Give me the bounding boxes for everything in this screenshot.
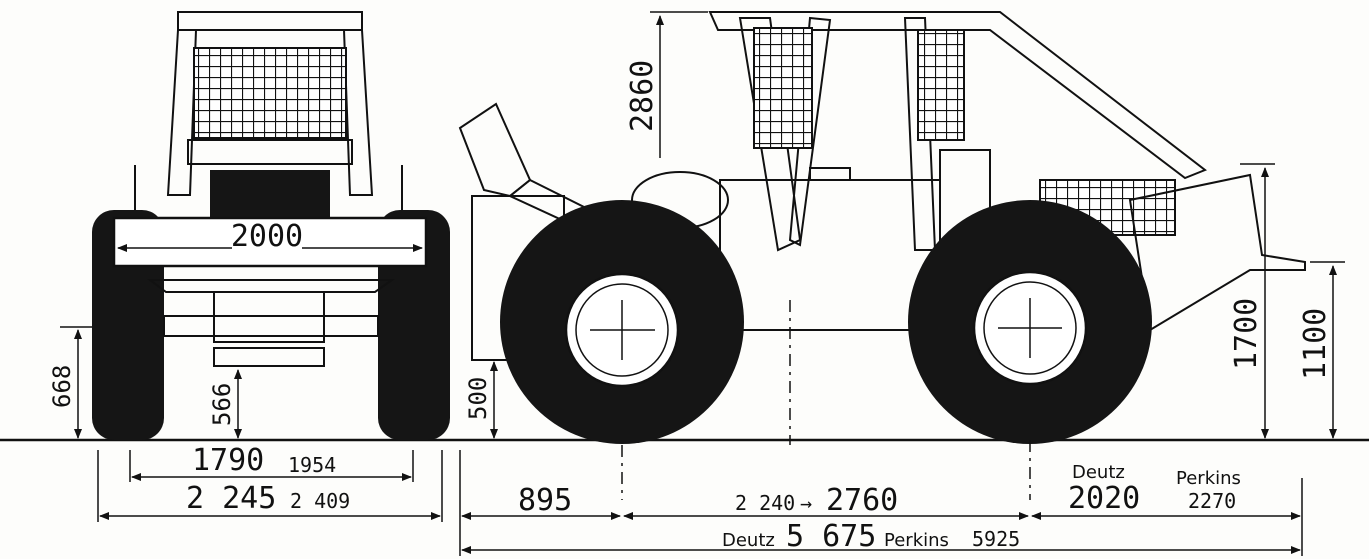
dim-wheelbase-to: 2760: [826, 483, 898, 518]
dim-axle-height-668: 668: [48, 365, 76, 408]
side-cab-mesh-front: [753, 27, 813, 149]
dim-overall-2245: 2 245: [186, 481, 276, 516]
side-view: 2860 500 1700 1100 895 2 240 → 2760 Deut…: [458, 11, 1345, 556]
dim-track-1954: 1954: [288, 453, 336, 477]
front-tire-left: [92, 210, 164, 440]
dim-track-1790: 1790: [192, 443, 264, 478]
front-axle: [163, 315, 379, 337]
side-roll-bar: [708, 11, 1207, 180]
side-cab-mesh-rear: [917, 29, 965, 141]
front-view: 2000 668 566 1790 1954 2 245 2 409: [48, 11, 450, 522]
front-tire-right: [378, 210, 450, 440]
dim-rear-perkins-value: 2270: [1188, 489, 1236, 513]
front-cab-bar: [187, 139, 353, 165]
side-front-rim-inner: [575, 283, 669, 377]
side-seat: [809, 167, 851, 181]
front-radiator: [210, 170, 330, 218]
side-rear-arch: [1128, 173, 1306, 332]
dim-wheelbase-from: 2 240: [735, 491, 795, 515]
dim-rear-deutz-label: Deutz: [1072, 462, 1125, 483]
front-roof: [177, 11, 363, 31]
dim-total-deutz-value: 5 675: [786, 519, 876, 554]
side-body: [719, 179, 941, 331]
dim-bg-2000: [232, 222, 302, 250]
dim-cab-height-2860: 2860: [625, 60, 660, 132]
dim-width-2000: 2000: [231, 219, 303, 254]
side-seat-back: [458, 102, 532, 198]
dim-rear-1700: 1700: [1229, 298, 1264, 370]
front-diff: [213, 347, 325, 367]
front-axle-top: [147, 279, 396, 293]
dim-wheelbase-arrow: →: [800, 491, 812, 515]
dim-total-deutz-label: Deutz: [722, 530, 775, 551]
dim-clearance-566: 566: [208, 383, 236, 426]
front-cab-mesh: [193, 47, 347, 139]
dim-total-perkins-value: 5925: [972, 527, 1020, 551]
front-post-right: [342, 29, 374, 196]
dim-front-low-500: 500: [464, 377, 492, 420]
dim-rear-deutz-value: 2020: [1068, 481, 1140, 516]
dim-overall-2409: 2 409: [290, 489, 350, 513]
dim-front-overhang-895: 895: [518, 483, 572, 518]
dim-rear-1100: 1100: [1298, 308, 1333, 380]
front-post-left: [166, 29, 198, 196]
dim-total-perkins-label: Perkins: [884, 530, 949, 551]
side-rear-rim-inner: [983, 281, 1077, 375]
dim-rear-perkins-label: Perkins: [1176, 468, 1241, 489]
side-cab-post-mid: [788, 16, 832, 247]
